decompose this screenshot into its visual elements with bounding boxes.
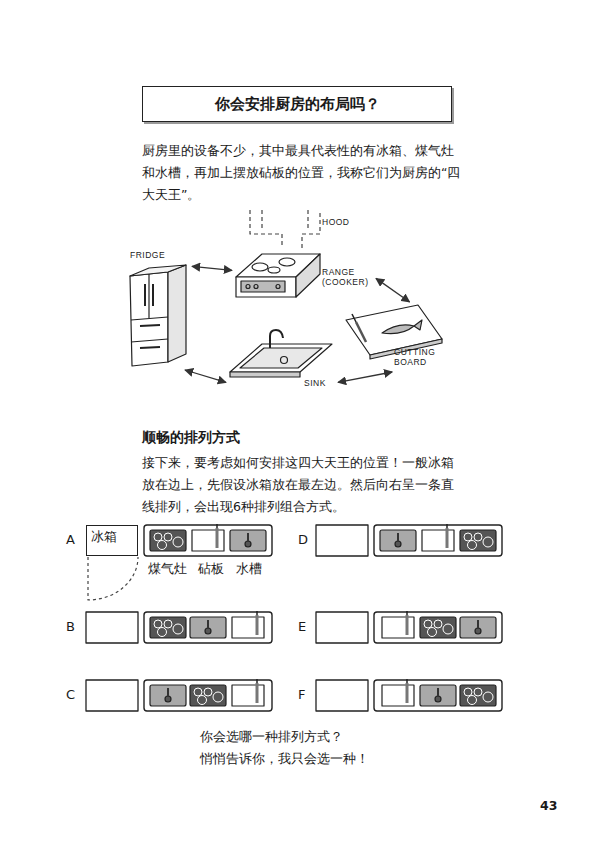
range-icon — [460, 685, 496, 706]
part-label: 砧板 — [198, 561, 224, 577]
sink-icon — [420, 685, 456, 706]
double-arrow — [338, 372, 392, 382]
double-arrow — [185, 370, 226, 382]
node-label: CUTTING BOARD — [394, 348, 452, 368]
range-icon — [460, 530, 496, 551]
counter — [374, 612, 502, 643]
option-letter: C — [66, 687, 75, 703]
range-icon — [150, 530, 186, 551]
counter-rows — [86, 524, 502, 711]
sink-icon — [230, 530, 266, 551]
closing-note: 悄悄告诉你，我只会选一种！ — [200, 750, 369, 768]
counter-row — [86, 679, 272, 711]
fridge-box — [316, 525, 368, 556]
part-label: 水槽 — [236, 561, 262, 577]
counter — [144, 525, 272, 556]
door-swing — [88, 557, 138, 600]
double-arrow — [192, 266, 232, 270]
option-letter: F — [298, 687, 305, 703]
node-label: FRIDGE — [130, 251, 165, 261]
title-box: 你会安排厨房的布局吗？ — [142, 86, 452, 122]
cutting-board-icon — [232, 611, 264, 638]
cutting-board-part: CUTTING BOARD — [340, 302, 456, 372]
cutting-board-icon — [422, 524, 454, 551]
option-letter: E — [298, 619, 306, 635]
counter — [144, 680, 272, 711]
cutting-board-icon — [192, 524, 224, 551]
section-heading: 顺畅的排列方式 — [142, 428, 240, 446]
option-letter: D — [298, 532, 308, 548]
cutting-board-icon — [382, 611, 414, 638]
range-part: RANGE (COOKER) — [232, 246, 376, 300]
part-label: HOOD — [322, 217, 350, 228]
range-icon — [420, 617, 456, 638]
sink-icon — [380, 530, 416, 551]
counter-row — [144, 524, 272, 556]
fridge-box — [86, 612, 138, 643]
option-letter: A — [66, 532, 75, 548]
option-letter: B — [66, 619, 75, 635]
counter-row — [316, 679, 502, 711]
fridge-drawing — [130, 265, 186, 366]
node-label: SINK — [304, 379, 326, 389]
sink-icon — [150, 685, 186, 706]
cutting-board-icon — [382, 679, 414, 706]
fridge-box — [316, 680, 368, 711]
double-arrow — [376, 278, 410, 302]
fridge-part: FRIDGE — [122, 248, 192, 370]
body-paragraph: 厨房里的设备不少，其中最具代表性的有冰箱、煤气灶和水槽，再加上摆放砧板的位置，我… — [142, 140, 462, 206]
sink-drawing — [230, 330, 332, 377]
sink-icon — [190, 617, 226, 638]
page-number: 43 — [540, 798, 557, 814]
title-text: 你会安排厨房的布局吗？ — [215, 95, 380, 114]
cutting-board-icon — [232, 679, 264, 706]
fridge-box — [86, 680, 138, 711]
range-icon — [190, 685, 226, 706]
sink-part: SINK — [226, 336, 338, 394]
body-paragraph: 接下来，要考虑如何安排这四大天王的位置！一般冰箱放在边上，先假设冰箱放在最左边。… — [142, 452, 462, 518]
sink-icon — [460, 617, 496, 638]
hood-drawing — [250, 210, 320, 248]
fridge-box: 冰箱 — [86, 525, 138, 556]
counter-row — [316, 611, 502, 643]
node-label: 冰箱 — [91, 529, 117, 546]
counter — [374, 680, 502, 711]
fridge-box — [316, 612, 368, 643]
range-drawing — [236, 254, 320, 297]
closing-note: 你会选哪一种排列方式？ — [200, 728, 343, 746]
counter-row — [86, 611, 272, 643]
counter-row — [316, 524, 502, 556]
range-icon — [150, 617, 186, 638]
node-label: RANGE (COOKER) — [322, 268, 372, 288]
counter — [374, 525, 502, 556]
part-label: 煤气灶 — [148, 561, 187, 577]
counter — [144, 612, 272, 643]
